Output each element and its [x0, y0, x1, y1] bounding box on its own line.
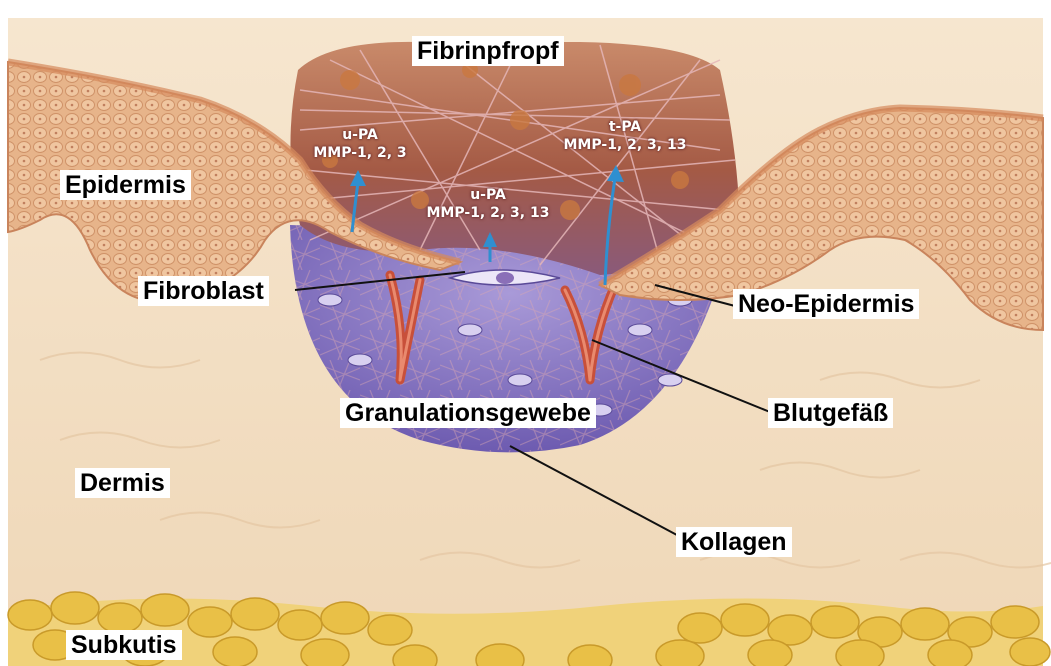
- label-granulationsgewebe: Granulationsgewebe: [340, 398, 596, 428]
- enzyme-left-activator: u-PA: [300, 126, 420, 144]
- label-neo-epidermis: Neo-Epidermis: [733, 289, 919, 319]
- label-fibrinpfropf: Fibrinpfropf: [412, 36, 564, 66]
- enzyme-group-middle: u-PA MMP-1, 2, 3, 13: [418, 186, 558, 222]
- label-dermis: Dermis: [75, 468, 170, 498]
- label-epidermis: Epidermis: [60, 170, 191, 200]
- enzyme-right-mmps: MMP-1, 2, 3, 13: [550, 136, 700, 154]
- label-kollagen: Kollagen: [676, 527, 792, 557]
- label-subkutis: Subkutis: [66, 630, 182, 660]
- enzyme-left-mmps: MMP-1, 2, 3: [300, 144, 420, 162]
- enzyme-middle-activator: u-PA: [418, 186, 558, 204]
- enzyme-group-right: t-PA MMP-1, 2, 3, 13: [550, 118, 700, 154]
- enzyme-group-left: u-PA MMP-1, 2, 3: [300, 126, 420, 162]
- label-blutgefaess: Blutgefäß: [768, 398, 893, 428]
- enzyme-right-activator: t-PA: [550, 118, 700, 136]
- enzyme-middle-mmps: MMP-1, 2, 3, 13: [418, 204, 558, 222]
- label-fibroblast: Fibroblast: [138, 276, 269, 306]
